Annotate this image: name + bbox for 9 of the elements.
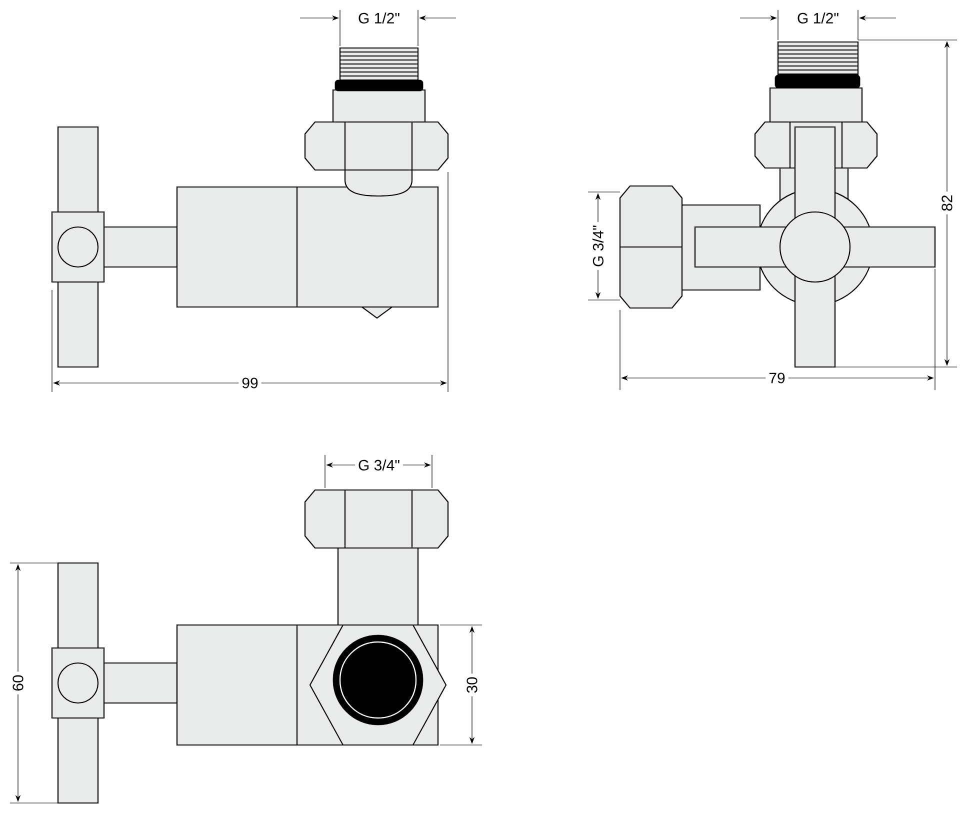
- dimension-label: 99: [238, 374, 262, 392]
- dimension-label: 79: [766, 370, 788, 386]
- dimension-label: 82: [938, 192, 956, 214]
- dimension-label: 30: [464, 674, 480, 696]
- dimension-label: G 3/4": [590, 222, 607, 270]
- dimension-label: 60: [10, 672, 26, 694]
- dimension-label: G 1/2": [355, 10, 403, 27]
- dimension-label: G 3/4": [355, 456, 403, 474]
- dimension-label: G 1/2": [794, 10, 842, 27]
